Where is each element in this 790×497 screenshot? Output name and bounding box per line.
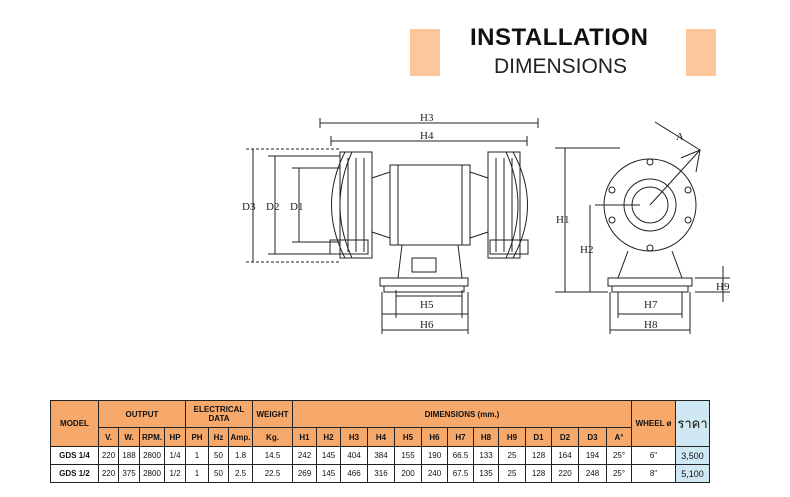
table-cell: 1 — [185, 446, 209, 465]
label-h2: H2 — [580, 244, 593, 256]
table-cell: 128 — [525, 446, 552, 465]
price-cell: 3,500 — [675, 446, 710, 465]
model-cell: GDS 1/4 — [50, 446, 99, 465]
table-cell: 194 — [578, 446, 607, 465]
label-h9: H9 — [716, 281, 730, 293]
subheader-cell: RPM. — [139, 427, 165, 447]
table-cell: 145 — [316, 446, 341, 465]
header-output: OUTPUT — [98, 400, 186, 428]
subheader-cell: W. — [118, 427, 140, 447]
table-cell: 242 — [292, 446, 317, 465]
table-cell: 155 — [394, 446, 422, 465]
label-h6: H6 — [420, 319, 434, 331]
subheader-cell: H7 — [447, 427, 474, 447]
subheader-cell: D2 — [551, 427, 579, 447]
header-price: ราคา — [675, 400, 710, 447]
subheader-cell: H6 — [421, 427, 448, 447]
table-cell: 128 — [525, 464, 552, 483]
label-h1: H1 — [556, 214, 569, 226]
accent-bar-left — [410, 29, 440, 76]
table-cell: 220 — [551, 464, 579, 483]
table-cell: 67.5 — [447, 464, 474, 483]
wheel-cell: 8" — [631, 464, 676, 483]
table-row: GDS 1/4 220 188 2800 1/4 1 50 1.8 14.5 2… — [50, 446, 710, 465]
table-cell: 1/2 — [164, 464, 186, 483]
table-cell: 188 — [118, 446, 140, 465]
subheader-cell: HP — [164, 427, 186, 447]
table-cell: 240 — [421, 464, 448, 483]
subheader-cell: V. — [98, 427, 119, 447]
label-a: A — [676, 131, 684, 143]
table-cell: 133 — [473, 446, 499, 465]
label-h3: H3 — [420, 112, 434, 124]
label-h5: H5 — [420, 299, 434, 311]
subheader-cell: H1 — [292, 427, 317, 447]
subheader-cell: H2 — [316, 427, 341, 447]
table-cell: 22.5 — [252, 464, 293, 483]
table-cell: 135 — [473, 464, 499, 483]
table-cell: 66.5 — [447, 446, 474, 465]
table-cell: 404 — [340, 446, 368, 465]
table-cell: 466 — [340, 464, 368, 483]
subheader-cell: Amp. — [228, 427, 253, 447]
label-h4: H4 — [420, 130, 434, 142]
table-cell: 1/4 — [164, 446, 186, 465]
table-cell: 269 — [292, 464, 317, 483]
table-cell: 2800 — [139, 464, 165, 483]
header-dimensions: DIMENSIONS (mm.) — [292, 400, 632, 428]
subheader-cell: A° — [606, 427, 632, 447]
table-cell: 1 — [185, 464, 209, 483]
table-cell: 50 — [208, 446, 229, 465]
table-cell: 50 — [208, 464, 229, 483]
price-cell: 5,100 — [675, 464, 710, 483]
table-cell: 25 — [498, 446, 526, 465]
subheader-cell: D1 — [525, 427, 552, 447]
table-cell: 190 — [421, 446, 448, 465]
table-cell: 248 — [578, 464, 607, 483]
label-d1: D1 — [290, 201, 303, 213]
label-d3: D3 — [242, 201, 256, 213]
accent-bar-right — [686, 29, 716, 76]
table-cell: 220 — [98, 446, 119, 465]
subheader-cell: H3 — [340, 427, 368, 447]
table-cell: 220 — [98, 464, 119, 483]
subheader-cell: D3 — [578, 427, 607, 447]
page-title: INSTALLATION — [470, 24, 649, 51]
table-row: GDS 1/2 220 375 2800 1/2 1 50 2.5 22.5 2… — [50, 464, 710, 483]
label-d2: D2 — [266, 201, 279, 213]
subheader-cell: H5 — [394, 427, 422, 447]
subheader-cell: PH — [185, 427, 209, 447]
label-h7: H7 — [644, 299, 658, 311]
table-cell: 25° — [606, 446, 632, 465]
table-cell: 2.5 — [228, 464, 253, 483]
table-cell: 375 — [118, 464, 140, 483]
model-cell: GDS 1/2 — [50, 464, 99, 483]
header-weight: WEIGHT — [252, 400, 293, 428]
table-cell: 25 — [498, 464, 526, 483]
table-cell: 25° — [606, 464, 632, 483]
installation-drawing: H3 H4 D3 D2 D1 H5 H6 A H1 H2 H9 H7 H8 — [242, 112, 730, 334]
header-model: MODEL — [50, 400, 99, 447]
table-cell: 384 — [367, 446, 395, 465]
table-cell: 14.5 — [252, 446, 293, 465]
table-cell: 1.8 — [228, 446, 253, 465]
subheader-cell: H4 — [367, 427, 395, 447]
table-cell: 145 — [316, 464, 341, 483]
specification-table: MODEL OUTPUT ELECTRICAL DATA WEIGHT DIME… — [50, 400, 710, 483]
subheader-cell: Kg. — [252, 427, 293, 447]
page-subtitle: DIMENSIONS — [494, 55, 628, 78]
label-h8: H8 — [644, 319, 658, 331]
table-cell: 164 — [551, 446, 579, 465]
subheader-cell: H9 — [498, 427, 526, 447]
table-cell: 2800 — [139, 446, 165, 465]
table-cell: 200 — [394, 464, 422, 483]
subheader-cell: Hz — [208, 427, 229, 447]
subheader-cell: H8 — [473, 427, 499, 447]
table-cell: 316 — [367, 464, 395, 483]
header-electrical: ELECTRICAL DATA — [185, 400, 253, 428]
wheel-cell: 6" — [631, 446, 676, 465]
header-wheel: WHEEL ø — [631, 400, 676, 447]
